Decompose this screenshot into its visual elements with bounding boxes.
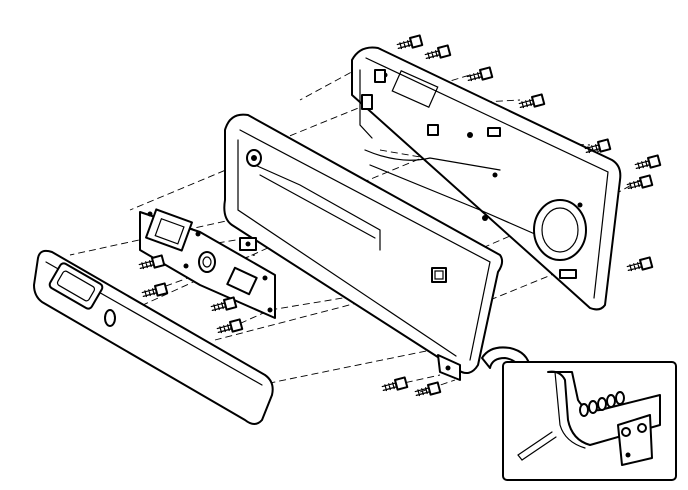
screw: [414, 381, 442, 397]
screw: [626, 256, 654, 272]
screw: [626, 174, 654, 190]
control-bracket: [139, 208, 276, 319]
inset-hinge-bracket: [617, 414, 653, 466]
rear-bracket-panel: [351, 46, 622, 311]
main-console-panel: [223, 113, 504, 381]
screw: [584, 138, 612, 154]
screw: [634, 154, 662, 170]
screw: [466, 66, 494, 82]
screw: [396, 34, 424, 50]
screw: [141, 282, 169, 298]
front-trim-panel: [33, 249, 274, 425]
detail-inset: [502, 361, 677, 481]
screw: [138, 254, 166, 270]
screw: [518, 93, 546, 109]
screw: [381, 376, 409, 392]
screws: [138, 34, 662, 397]
screw: [210, 296, 238, 312]
inset-spring: [579, 391, 625, 417]
screw: [216, 318, 244, 334]
screw: [424, 44, 452, 60]
